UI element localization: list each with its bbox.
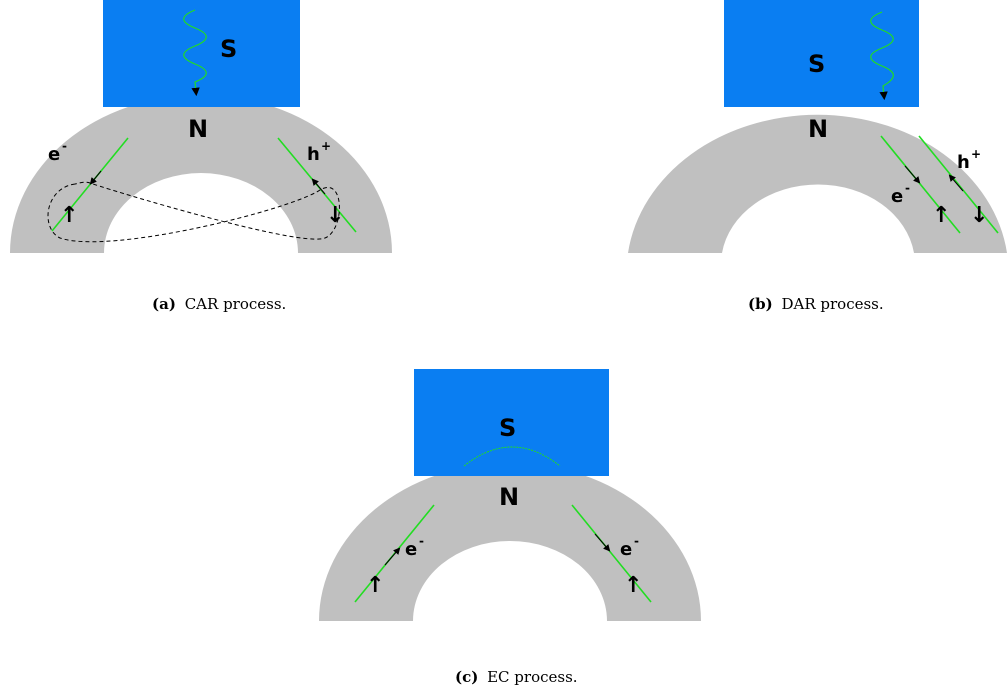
normal-label: N <box>188 115 208 143</box>
spin-up-arrow-right: ↑ <box>624 573 642 598</box>
spin-down-arrow: ↓ <box>970 203 988 228</box>
caption-text: EC process. <box>487 668 577 686</box>
electron-label: e <box>891 186 903 207</box>
cooper-pair-wave <box>183 9 207 97</box>
superconductor-block <box>414 369 609 476</box>
electron-charge-left: - <box>419 534 424 548</box>
hole-direction-arrow <box>311 178 326 195</box>
caption-tag: (b) <box>748 295 773 313</box>
superconductor-block <box>103 0 300 107</box>
caption: (a) CAR process. <box>152 295 286 313</box>
hole-label: h <box>957 152 970 173</box>
superconductor-label: S <box>220 35 237 63</box>
hole-trajectory <box>918 135 999 234</box>
electron-label-left: e <box>405 539 417 560</box>
panel-car: S N e - h + ↑ ↓ (a) CAR process. <box>10 0 392 313</box>
hole-label: h <box>307 144 320 165</box>
spin-up-arrow-left: ↑ <box>366 573 384 598</box>
spin-up-arrow: ↑ <box>932 203 950 228</box>
caption-tag: (c) <box>455 668 478 686</box>
superconductor-label: S <box>808 50 825 78</box>
electron-direction-arrow <box>89 170 102 185</box>
electron-trajectory <box>880 135 961 234</box>
normal-label: N <box>808 115 828 143</box>
electron-charge: - <box>905 181 910 195</box>
spin-up-arrow: ↑ <box>60 203 78 228</box>
caption-text: CAR process. <box>185 295 287 313</box>
hole-charge: + <box>971 147 981 161</box>
caption-tag: (a) <box>152 295 176 313</box>
caption: (b) DAR process. <box>748 295 884 313</box>
spin-down-arrow: ↓ <box>326 203 344 228</box>
electron-trajectory-right <box>571 504 652 603</box>
caption: (c) EC process. <box>455 668 578 686</box>
electron-direction-arrow-left <box>384 547 401 566</box>
panel-dar: S N e - h + ↑ ↓ (b) DAR process. <box>628 0 1007 313</box>
caption-text: DAR process. <box>781 295 883 313</box>
superconductor-block <box>724 0 919 107</box>
electron-charge: - <box>62 139 67 153</box>
normal-metal-arc <box>628 114 1007 253</box>
cooper-pair-arc <box>463 446 561 467</box>
electron-label: e <box>48 144 60 165</box>
electron-direction-arrow-right <box>594 533 611 552</box>
normal-metal-arc <box>319 463 701 621</box>
normal-metal-arc <box>10 95 392 253</box>
hole-charge: + <box>321 139 331 153</box>
dashed-loop <box>47 181 340 243</box>
electron-direction-arrow <box>904 165 921 184</box>
normal-label: N <box>499 483 519 511</box>
superconductor-label: S <box>499 414 516 442</box>
electron-charge-right: - <box>634 534 639 548</box>
hole-direction-arrow <box>948 174 964 192</box>
panel-ec: S N e - e - ↑ ↑ (c) EC process. <box>319 369 701 686</box>
electron-label-right: e <box>620 539 632 560</box>
cooper-pair-wave <box>870 11 894 101</box>
